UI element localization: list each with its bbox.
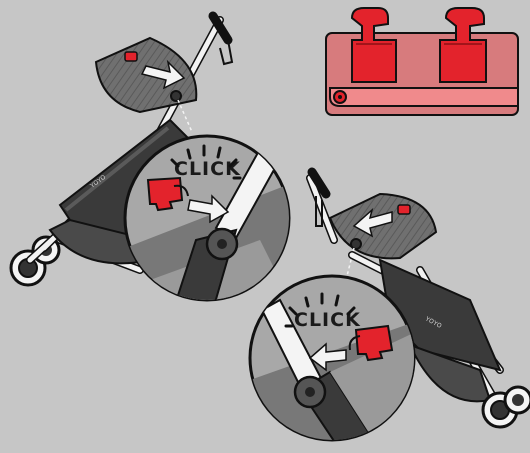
canopy-clip-right <box>398 205 410 214</box>
clip-detail-panel <box>326 8 518 115</box>
sunshade-band <box>330 88 518 106</box>
red-clip-left <box>352 8 396 82</box>
red-clip-right <box>440 8 486 82</box>
canopy-clip-left <box>125 52 137 61</box>
canopy-right <box>330 194 436 258</box>
callout-left: CLICK <box>120 136 300 320</box>
click-label-left: CLICK <box>174 158 241 180</box>
